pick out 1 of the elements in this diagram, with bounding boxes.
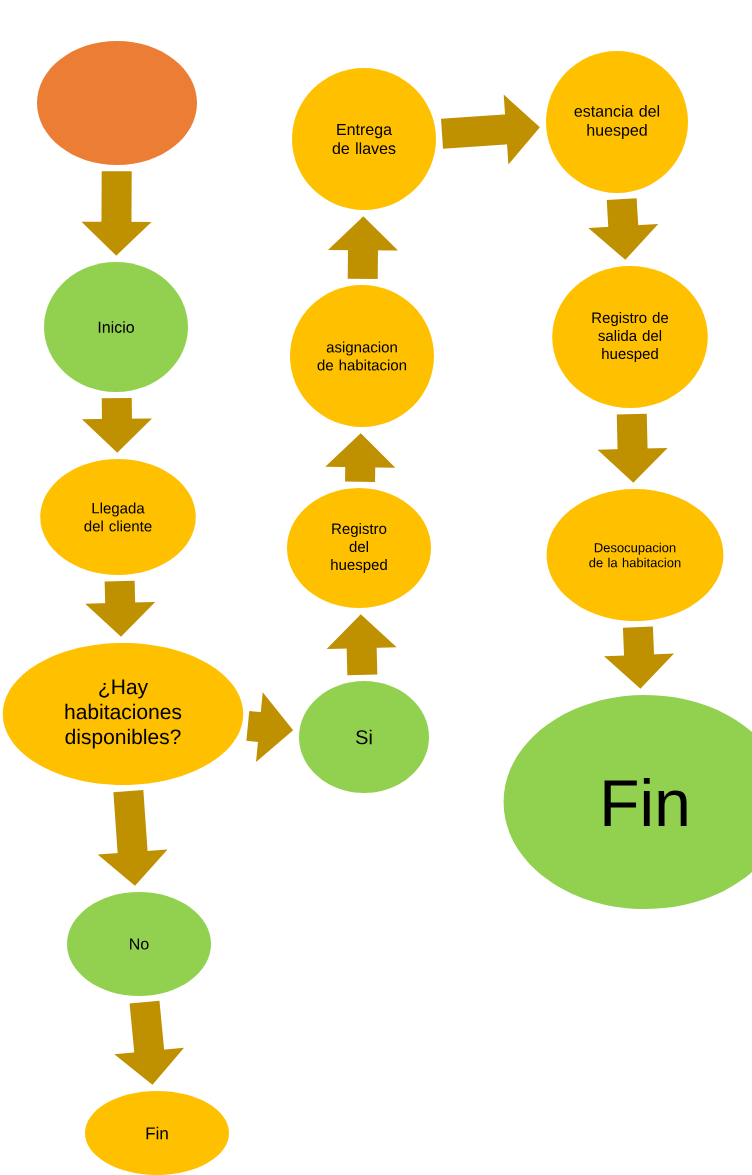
start-ellipse [37, 41, 197, 165]
